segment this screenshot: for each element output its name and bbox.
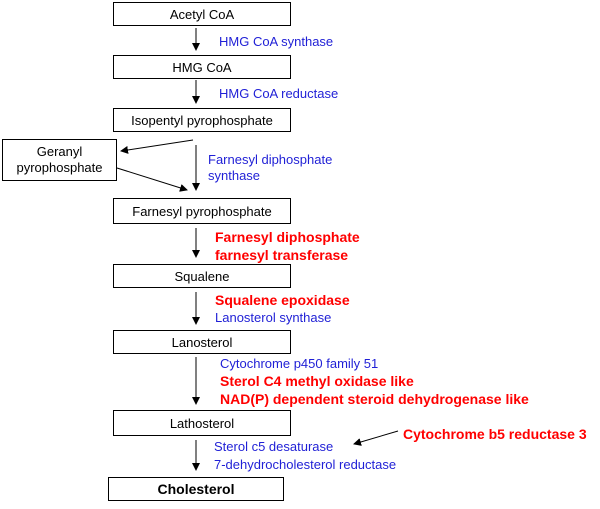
enzyme-7-dehydrocholesterol-reductase: 7-dehydrocholesterol reductase: [214, 457, 397, 472]
metabolite-hmg-coa: HMG CoA: [113, 55, 291, 79]
enzyme-hmg-coa-synthase: HMG CoA synthase: [219, 34, 334, 49]
metabolite-cholesterol: Cholesterol: [108, 477, 284, 501]
metabolite-farnesyl-pyrophosphate: Farnesyl pyrophosphate: [113, 198, 291, 224]
metabolite-acetyl-coa: Acetyl CoA: [113, 2, 291, 26]
metabolite-isopentyl-pyrophosphate: Isopentyl pyrophosphate: [113, 108, 291, 132]
enzyme-farnesyl-diphosphate-synthase: Farnesyl diphosphate synthase: [208, 152, 333, 183]
enzyme-cytochrome-b5-reductase-3: Cytochrome b5 reductase 3: [403, 426, 587, 442]
enzyme-farnesyl-diphosphate-farnesyl-transferase: Farnesyl diphosphate farnesyl transferas…: [215, 229, 360, 263]
enzyme-hmg-coa-reductase: HMG CoA reductase: [219, 86, 339, 101]
arrow-cyb5r3-to-sc5d: [353, 430, 399, 446]
metabolite-geranyl-pyrophosphate: Geranyl pyrophosphate: [2, 139, 117, 181]
arrow-isopentyl-to-geranyl: [120, 139, 194, 154]
metabolite-lathosterol: Lathosterol: [113, 410, 291, 436]
metabolite-lanosterol: Lanosterol: [113, 330, 291, 354]
enzyme-lanosterol-synthase: Lanosterol synthase: [215, 310, 332, 325]
enzyme-sterol-c4-methyl-oxidase-like: Sterol C4 methyl oxidase like: [220, 373, 414, 389]
enzyme-cytochrome-p450-family-51: Cytochrome p450 family 51: [220, 356, 379, 371]
enzyme-sterol-c5-desaturase: Sterol c5 desaturase: [214, 439, 334, 454]
enzyme-nadp-dependent-steroid-dehydrogenase-like: NAD(P) dependent steroid dehydrogenase l…: [220, 391, 529, 407]
metabolite-squalene: Squalene: [113, 264, 291, 288]
enzyme-squalene-epoxidase: Squalene epoxidase: [215, 292, 350, 308]
arrow-geranyl-to-farnesyl: [116, 167, 188, 192]
